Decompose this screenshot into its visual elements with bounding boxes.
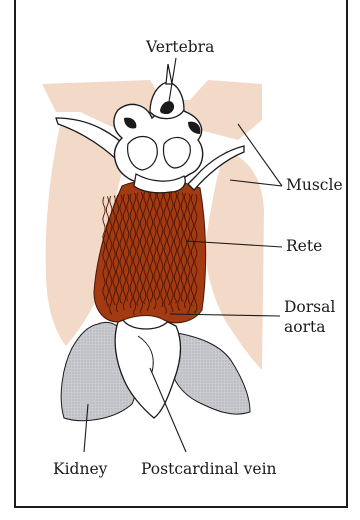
label-muscle: Muscle (286, 178, 343, 194)
label-aorta: aorta (284, 320, 325, 336)
vertebra-spine (166, 64, 172, 84)
label-kidney: Kidney (53, 462, 107, 478)
label-dorsal: Dorsal (284, 300, 335, 316)
label-postcardinal-vein: Postcardinal vein (141, 462, 277, 478)
label-vertebra: Vertebra (146, 40, 214, 56)
label-rete: Rete (286, 239, 322, 255)
